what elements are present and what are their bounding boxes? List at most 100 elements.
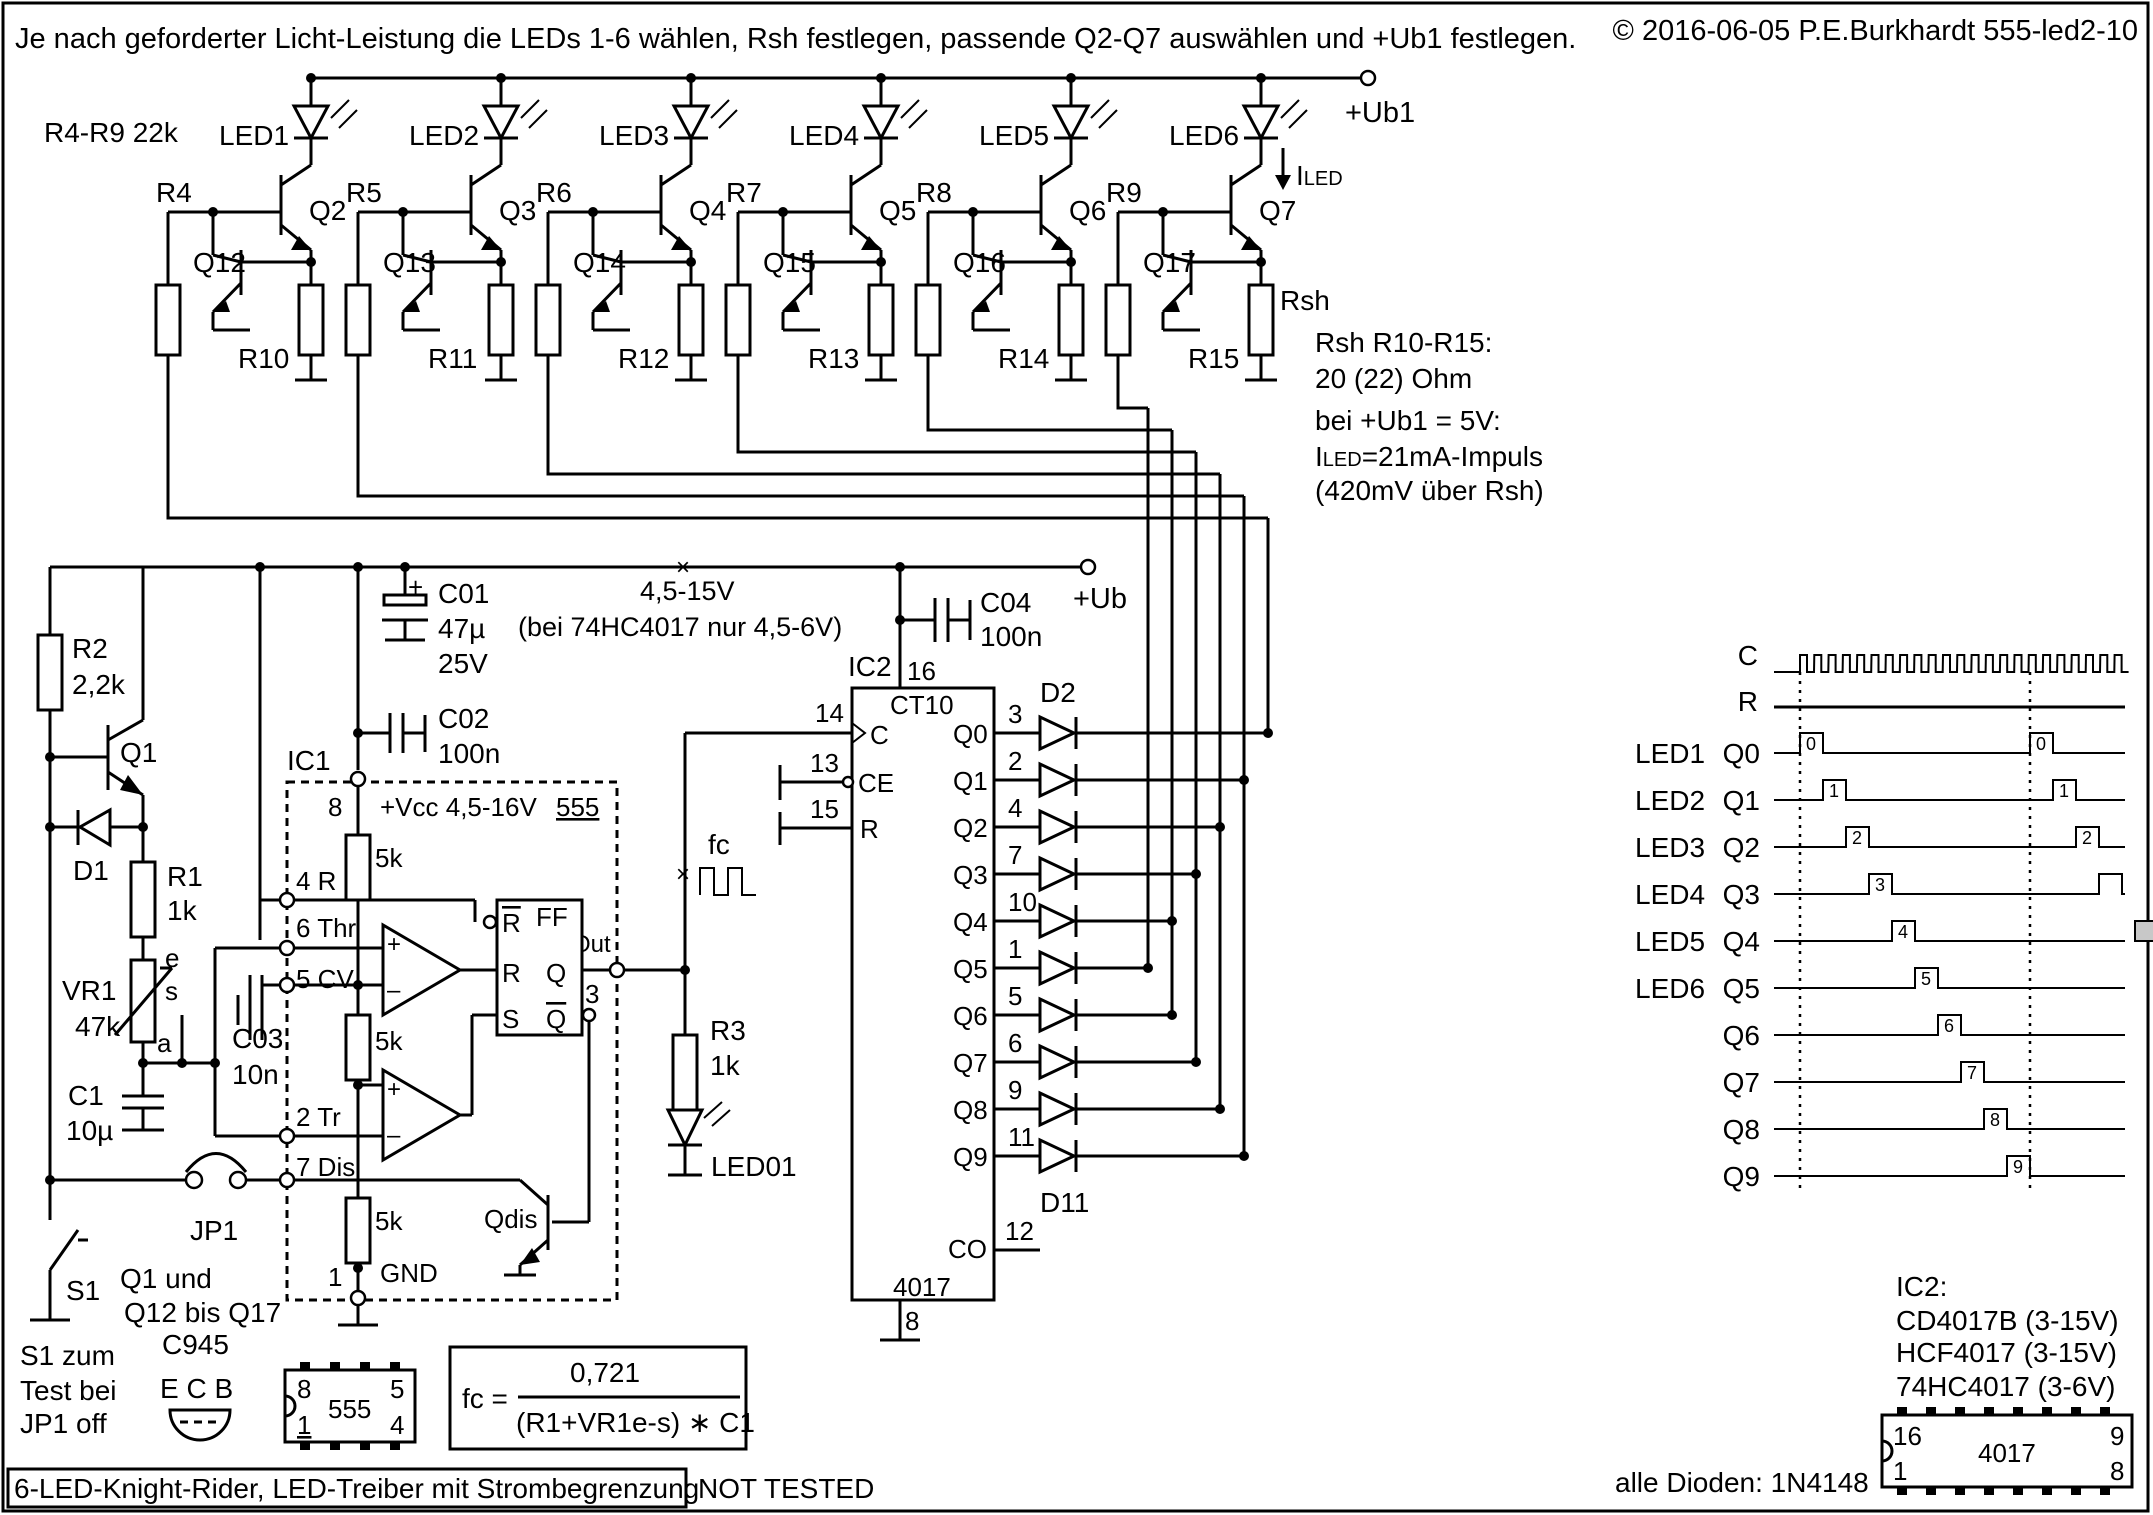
qdis-arrow [520,1248,540,1265]
pin8 [349,770,367,788]
timing-q-label: Q4 [1723,926,1760,957]
timing-signal [1774,1108,2125,1130]
shunt-label: R10 [238,343,289,374]
timing-led-label: LED1 [1635,738,1705,769]
limiter-collector [402,253,432,264]
div-resistor-2 [344,1013,372,1082]
output-diode-body [1038,1043,1078,1081]
limiter-emitter [401,281,433,314]
diodes-note: alle Dioden: 1N4148 [1615,1467,1869,1498]
pin1 [349,1289,367,1307]
output-diode-body [1038,902,1078,940]
ct10-label: CT10 [890,690,954,720]
base-resistor [344,283,372,357]
output-name: Q7 [953,1048,988,1078]
clk-symbol [851,722,867,744]
counter-section: IC2 16 CT10 4017 8 14 C 13 CE 15 R CO 12… [778,651,1273,1342]
junction [1215,1104,1225,1114]
timing-pulse-label: 0 [2036,734,2046,754]
junction [255,562,265,572]
q-collector [1040,163,1072,187]
dip8-pin [300,1442,310,1450]
c01-voltage: 25V [438,648,488,679]
junction [1239,775,1249,785]
q1-note-2: Q12 bis Q17 [124,1297,281,1328]
junction [138,822,148,832]
c1-value: 10µ [66,1115,113,1146]
qdis-collector [519,1178,549,1207]
limiter-label: Q16 [953,247,1006,278]
timing-signal [1774,967,2125,989]
timing-c-label: C [1738,640,1758,671]
dip16-pin [1926,1487,1936,1495]
output-name: Q9 [953,1142,988,1172]
limiter-emitter [1161,281,1193,314]
ff-rbar: R [502,908,521,938]
limiter-collector [972,253,1002,264]
dip16-pin [2042,1407,2052,1415]
ic2-label: IC2 [848,651,892,682]
output-name: Q2 [953,813,988,843]
pin1-num: 1 [328,1262,342,1292]
d11-label: D11 [1040,1187,1089,1218]
chip-4017: 4017 [893,1272,951,1302]
formula-numerator: 0,721 [570,1357,640,1388]
rsh-note-2: 20 (22) Ohm [1315,363,1472,394]
c02-name: C02 [438,703,489,734]
shunt-resistor [297,283,325,357]
dip8-pin [330,1362,340,1370]
cmp-minus: – [387,1122,401,1149]
vr1-a: a [157,1028,172,1058]
c1-name: C1 [68,1080,104,1111]
vr1-value: 47k [75,1011,121,1042]
q-emitter-arrow [861,236,881,250]
dip8-package [283,1368,417,1444]
timing-pulse-label: 6 [1944,1016,1954,1036]
led-ray [1288,109,1308,129]
r-pin-name: R [860,814,879,844]
c01-name: C01 [438,578,489,609]
fc-cross: × [676,861,690,888]
led-label: LED1 [219,120,289,151]
output-diode-body [1038,949,1078,987]
dip8-p4: 4 [390,1410,404,1440]
formula-lhs: fc = [462,1383,508,1414]
led-label: LED3 [599,120,669,151]
dip8-p5: 5 [390,1374,404,1404]
led-ray [710,99,730,119]
vr1-s: s [165,976,178,1006]
rsh-label: Rsh [1280,285,1330,316]
fc-waveform [699,867,756,896]
junction [876,73,886,83]
led01-label: LED01 [711,1151,797,1182]
output-pin: 1 [1008,934,1022,964]
dip16-p1: 1 [1893,1456,1907,1486]
bus-wire [926,355,1172,432]
dip16-pin [2100,1407,2110,1415]
r2-name: R2 [72,633,108,664]
dip16-p8: 8 [2110,1456,2124,1486]
output-pin: 11 [1008,1122,1035,1152]
q1-note-3: C945 [162,1329,229,1360]
oscillator-section: +Ub 4,5-15V (bei 74HC4017 nur 4,5-6V) × … [20,554,1127,1439]
ff-label: FF [536,902,568,932]
div-r1-label: 5k [375,843,403,873]
led-body [1241,104,1281,142]
ic2-4017-body [850,686,996,1302]
ic1-555-package [285,780,619,1302]
led-ray [718,109,738,129]
junction [1239,1151,1249,1161]
r3-value: 1k [710,1050,741,1081]
junction [1263,728,1273,738]
supply-range-note: (bei 74HC4017 nur 4,5-6V) [518,612,842,642]
pin7 [278,1171,296,1189]
driver-resistor-note: R4-R9 22k [44,117,179,148]
timing-led-label: LED3 [1635,832,1705,863]
dip8-notch [284,1394,297,1418]
div-r2-label: 5k [375,1026,403,1056]
output-name: Q4 [953,907,988,937]
dip16-notch [1881,1439,1894,1463]
output-diode-body [1038,996,1078,1034]
led-ray [528,109,548,129]
